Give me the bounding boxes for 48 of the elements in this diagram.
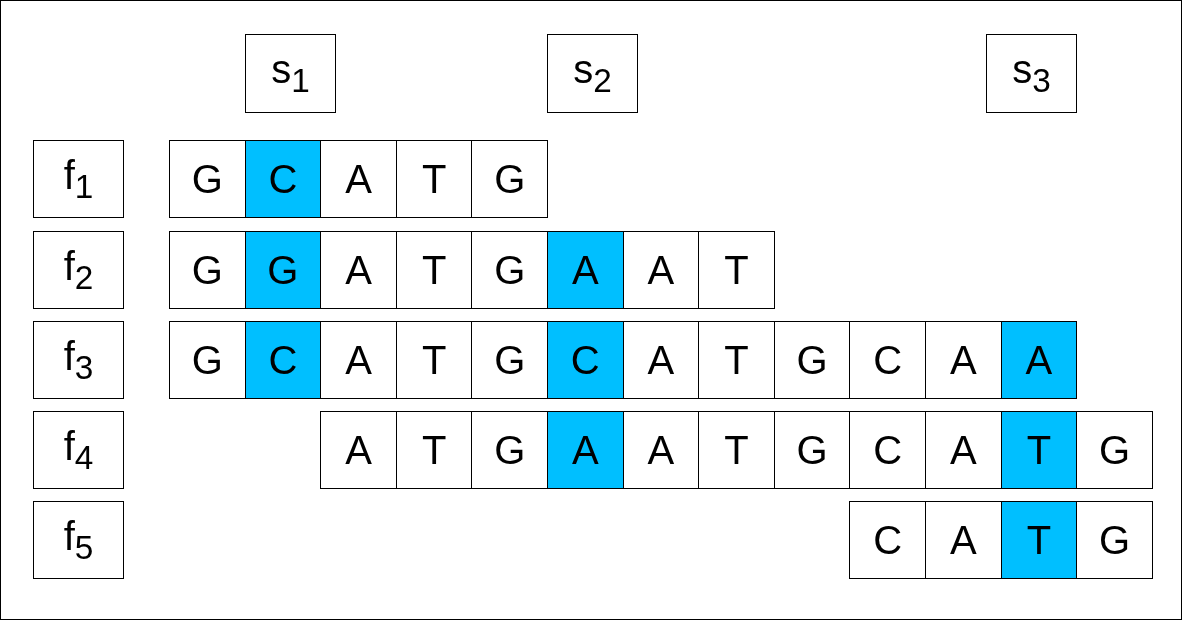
base-cell: G xyxy=(471,231,548,309)
base-cell: G xyxy=(773,411,851,489)
highlighted-base-cell: G xyxy=(244,231,322,309)
base-cell: G xyxy=(1076,501,1153,579)
base-cell: A xyxy=(320,321,397,399)
base-cell: T xyxy=(698,231,775,309)
highlighted-base-cell: T xyxy=(1000,501,1078,579)
base-cell: T xyxy=(395,231,473,309)
base-cell: A xyxy=(320,411,397,489)
highlighted-base-cell: T xyxy=(1000,411,1078,489)
highlighted-base-cell: A xyxy=(1000,321,1078,399)
base-cell: A xyxy=(925,321,1002,399)
site-label-box: s$_{2}$ xyxy=(547,34,638,113)
base-cell: G xyxy=(1076,411,1153,489)
highlighted-base-cell: A xyxy=(547,411,624,489)
fragment-label-box: f$_{1}$ xyxy=(33,140,124,218)
highlighted-base-cell: C xyxy=(547,321,624,399)
base-cell: A xyxy=(622,231,700,309)
base-cell: T xyxy=(698,411,775,489)
fragment-label-box: f$_{3}$ xyxy=(33,321,124,399)
base-cell: G xyxy=(773,321,851,399)
base-cell: T xyxy=(395,411,473,489)
base-cell: G xyxy=(169,140,246,218)
base-cell: T xyxy=(395,140,473,218)
base-cell: C xyxy=(849,321,926,399)
base-cell: A xyxy=(622,411,700,489)
base-cell: G xyxy=(471,411,548,489)
fragment-label-box: f$_{5}$ xyxy=(33,501,124,579)
base-cell: A xyxy=(320,231,397,309)
highlighted-base-cell: C xyxy=(244,321,322,399)
base-cell: A xyxy=(925,411,1002,489)
base-cell: G xyxy=(169,321,246,399)
fragment-label-box: f$_{2}$ xyxy=(33,231,124,309)
base-cell: T xyxy=(395,321,473,399)
base-cell: G xyxy=(471,321,548,399)
base-cell: C xyxy=(849,411,926,489)
base-cell: G xyxy=(471,140,548,218)
base-cell: T xyxy=(698,321,775,399)
base-cell: A xyxy=(320,140,397,218)
site-label-box: s$_{1}$ xyxy=(245,34,336,113)
base-cell: A xyxy=(622,321,700,399)
highlighted-base-cell: A xyxy=(547,231,624,309)
base-cell: G xyxy=(169,231,246,309)
base-cell: C xyxy=(849,501,926,579)
base-cell: A xyxy=(925,501,1002,579)
fragment-label-box: f$_{4}$ xyxy=(33,411,124,489)
highlighted-base-cell: C xyxy=(244,140,322,218)
site-label-box: s$_{3}$ xyxy=(986,34,1077,113)
